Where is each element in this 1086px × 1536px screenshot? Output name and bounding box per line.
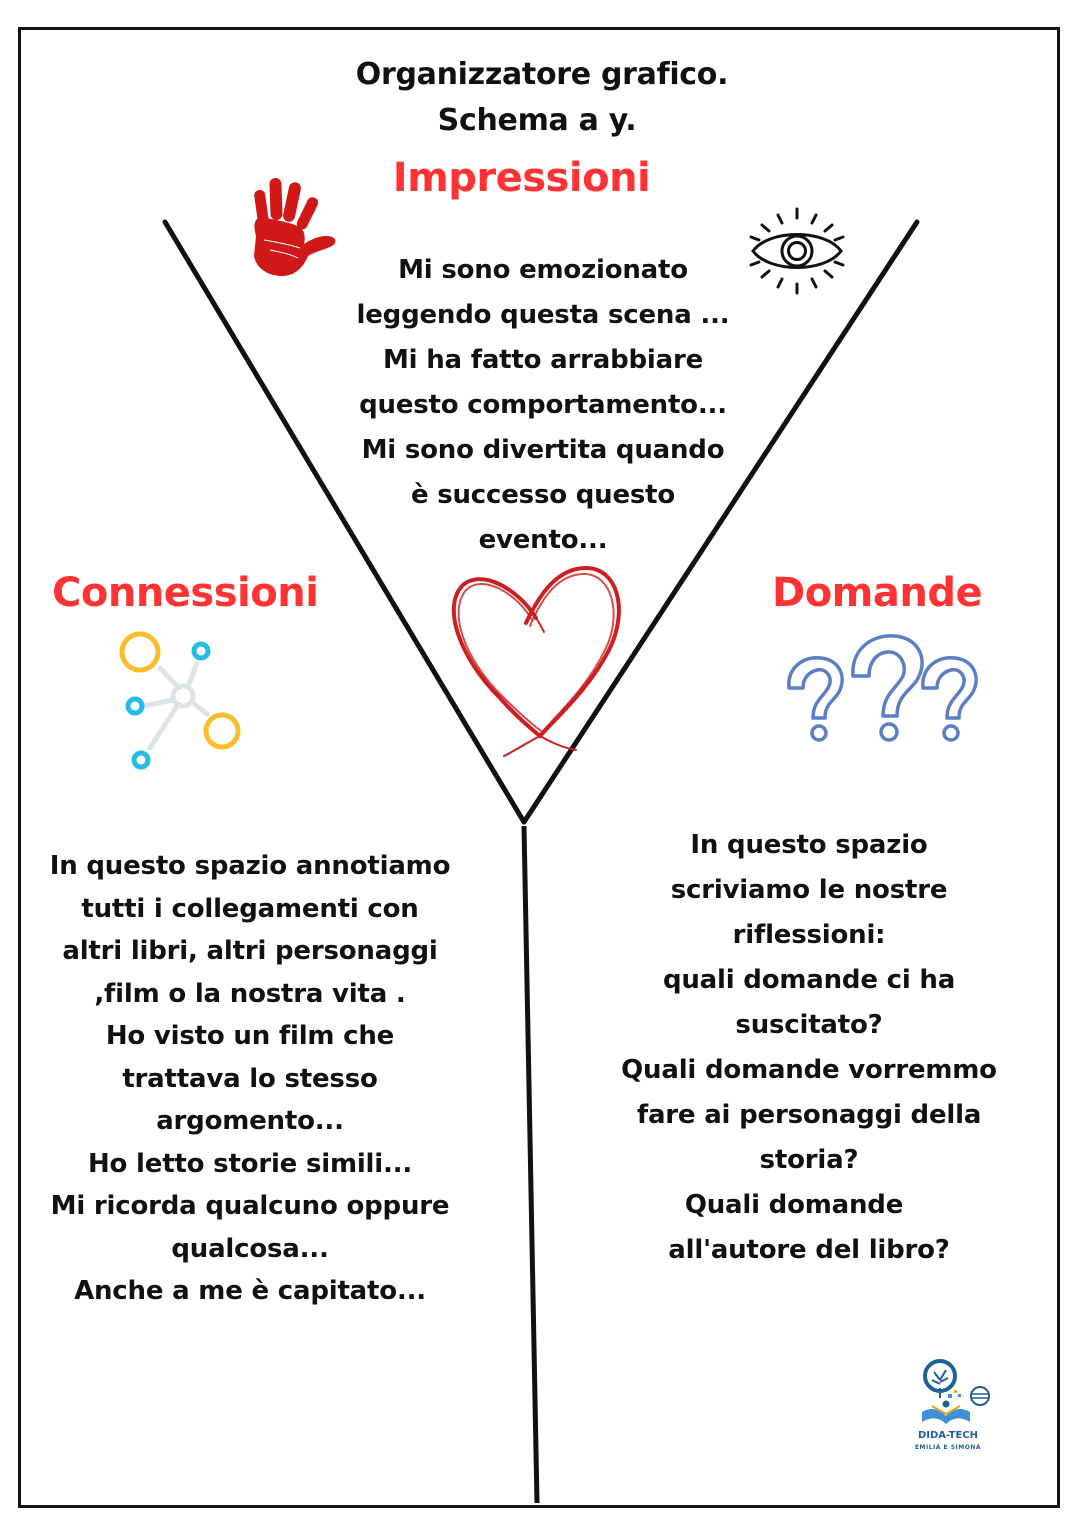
text-line: riflessioni: [732, 920, 886, 950]
heading-impressioni: Impressioni [392, 155, 651, 201]
text-line: tutti i collegamenti con [81, 893, 419, 924]
impressioni-text: Mi sono emozionato leggendo questa scena… [330, 248, 756, 563]
title-line-1: Organizzatore grafico. [355, 57, 729, 92]
text-line: In questo spazio annotiamo [49, 851, 451, 881]
text-line: evento... [478, 525, 608, 555]
text-line: qualcosa... [171, 1233, 329, 1264]
text-line: questo comportamento... [359, 390, 727, 420]
red-handprint-icon [254, 178, 336, 276]
text-line: suscitato? [735, 1010, 883, 1040]
text-line: è successo questo [410, 480, 676, 510]
text-line: Quali domande vorremmo [621, 1055, 997, 1085]
text-line: altri libri, altri personaggi [62, 936, 438, 966]
text-line: all'autore del libro? [668, 1235, 950, 1265]
heading-domande: Domande [772, 570, 983, 616]
text-line: Mi ricorda qualcuno oppure [50, 1191, 450, 1221]
text-line: Ho visto un film che [105, 1021, 395, 1051]
page-border [18, 27, 1060, 1508]
text-line: argomento... [156, 1106, 344, 1136]
text-line: trattava lo stesso [122, 1063, 378, 1094]
logo-name: DIDA-TECH [917, 1430, 979, 1441]
text-line: leggendo questa scena ... [356, 300, 730, 330]
text-line: fare ai personaggi della [636, 1100, 982, 1130]
tree-book-icon [922, 1359, 990, 1424]
dida-tech-logo: DIDA-TECH EMILIA E SIMONA [908, 1358, 1004, 1458]
text-line: Quali domande [684, 1190, 904, 1220]
text-line: Mi sono divertita quando [361, 435, 725, 465]
text-line: quali domande ci ha [662, 965, 956, 995]
heading-connessioni: Connessioni [52, 570, 319, 616]
heart-icon [451, 565, 621, 757]
question-marks-icon [787, 634, 978, 742]
text-line: Ho letto storie simili... [87, 1148, 413, 1179]
text-line: Mi ha fatto arrabbiare [382, 345, 704, 375]
text-line: Mi sono emozionato [398, 255, 688, 285]
title-line-2: Schema a y. [437, 103, 637, 138]
logo-subtitle: EMILIA E SIMONA [914, 1444, 982, 1451]
connessioni-text: In questo spazio annotiamo tutti i colle… [35, 845, 465, 1313]
text-line: Anche a me è capitato... [74, 1276, 426, 1306]
text-line: scriviamo le nostre [670, 875, 948, 905]
network-nodes-icon [119, 631, 241, 770]
text-line: ,film o la nostra vita . [94, 978, 406, 1009]
domande-text: In questo spazio scriviamo le nostre rif… [598, 823, 1020, 1273]
eye-icon [749, 207, 845, 295]
text-line: In questo spazio [690, 830, 928, 860]
text-line: storia? [759, 1145, 859, 1175]
